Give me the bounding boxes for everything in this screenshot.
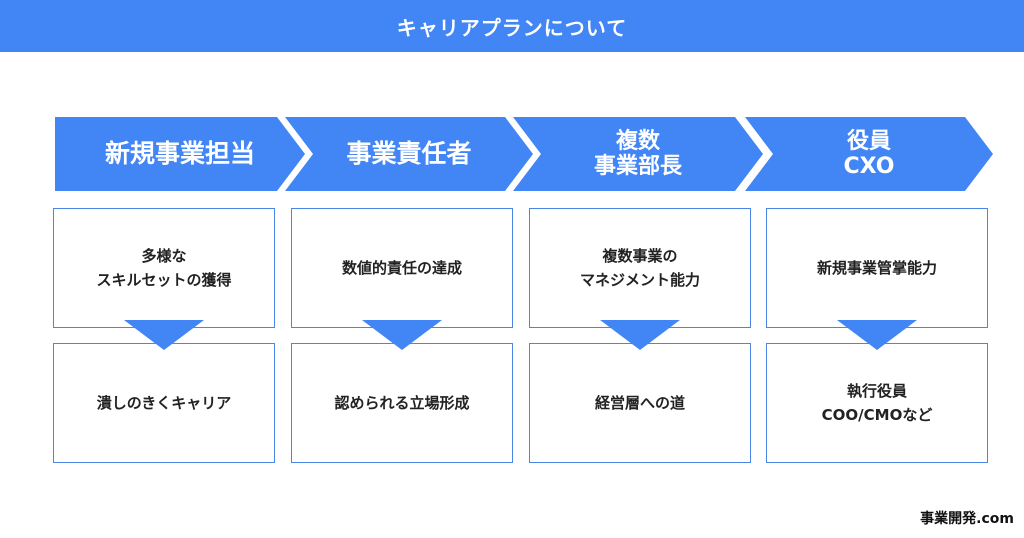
box-text-line: 潰しのきくキャリア — [96, 394, 232, 412]
stage-label-line: 役員 — [846, 128, 891, 154]
box-text-line: 新規事業管掌能力 — [816, 259, 937, 277]
box-text-line: 経営層への道 — [594, 394, 685, 412]
skill-box: 多様な スキルセットの獲得 — [53, 208, 275, 328]
outcome-box: 執行役員 COO/CMOなど — [766, 343, 988, 463]
chevron-arrow-shape — [513, 117, 763, 191]
skill-box: 複数事業の マネジメント能力 — [529, 208, 751, 328]
outcome-box: 潰しのきくキャリア — [53, 343, 275, 463]
stage-business-lead: 事業責任者 — [285, 117, 533, 191]
chevron-arrow-shape — [55, 117, 305, 191]
box-text-line: 数値的責任の達成 — [341, 259, 462, 277]
stage-label-line: 事業部長 — [593, 154, 682, 179]
down-arrow-icon — [124, 320, 204, 350]
stage-new-business: 新規事業担当 — [55, 117, 305, 191]
stage-label-line: CXO — [843, 154, 895, 179]
box-text-line: スキルセットの獲得 — [96, 271, 232, 289]
chevron-arrow-shape — [745, 117, 993, 191]
box-text-line: 認められる立場形成 — [334, 394, 470, 412]
box-text-line: 多様な — [141, 247, 187, 265]
down-arrow-icon — [600, 320, 680, 350]
page-title: キャリアプランについて — [396, 15, 628, 40]
outcome-box: 認められる立場形成 — [291, 343, 513, 463]
outcome-box: 経営層への道 — [529, 343, 751, 463]
box-text-line: 複数事業の — [602, 247, 678, 265]
stage-division-head: 複数 事業部長 — [513, 117, 763, 191]
box-text-line: 執行役員 — [846, 382, 907, 400]
stage-label-line: 新規事業担当 — [104, 138, 255, 168]
stage-label-line: 事業責任者 — [346, 138, 472, 168]
down-arrow-icon — [837, 320, 917, 350]
stage-label-line: 複数 — [615, 128, 660, 154]
stage-executive: 役員 CXO — [745, 117, 993, 191]
box-text-line: マネジメント能力 — [579, 271, 700, 289]
header-bar: キャリアプランについて — [0, 0, 1024, 52]
down-arrow-icon — [362, 320, 442, 350]
box-text-line: COO/CMOなど — [821, 406, 933, 424]
skill-box: 数値的責任の達成 — [291, 208, 513, 328]
chevron-arrow-shape — [285, 117, 533, 191]
site-watermark: 事業開発.com — [920, 511, 1014, 527]
skill-box: 新規事業管掌能力 — [766, 208, 988, 328]
